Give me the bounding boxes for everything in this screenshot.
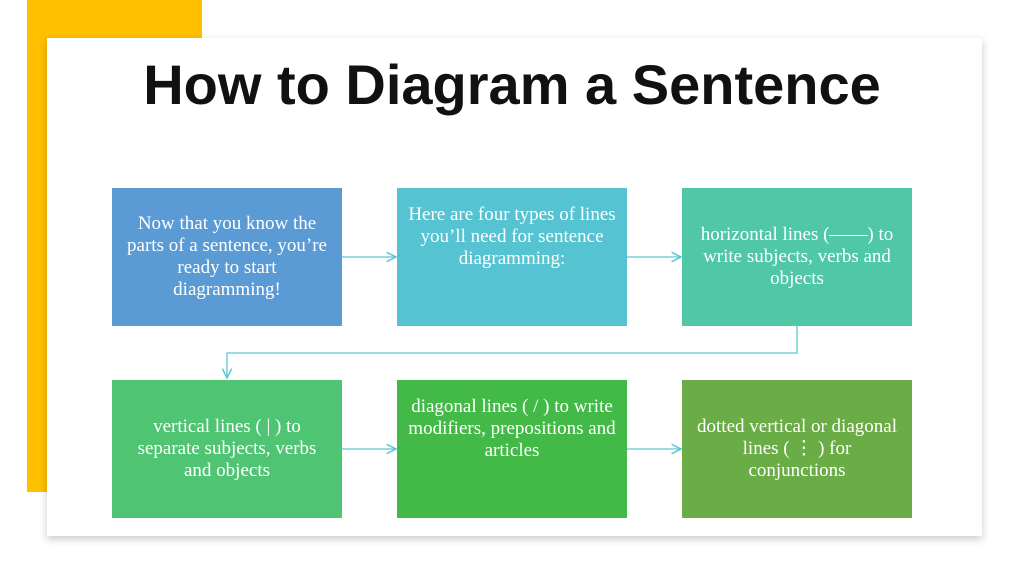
step-text: Here are four types of lines you’ll need… [408, 204, 616, 269]
step-box-2: Here are four types of lines you’ll need… [397, 188, 627, 326]
step-box-1: Now that you know the parts of a sentenc… [112, 188, 342, 326]
step-box-5: diagonal lines ( / ) to write modifiers,… [397, 380, 627, 518]
step-text: Now that you know the parts of a sentenc… [127, 213, 327, 300]
step-box-3: horizontal lines (——) to write subjects,… [682, 188, 912, 326]
page-title: How to Diagram a Sentence [143, 53, 881, 116]
arrow-3-to-4 [227, 326, 798, 378]
step-text: diagonal lines ( / ) to write modifiers,… [408, 396, 616, 461]
step-text: dotted vertical or diagonal lines ( ⋮ ) … [697, 416, 897, 481]
step-box-4: vertical lines ( | ) to separate subject… [112, 380, 342, 518]
step-box-6: dotted vertical or diagonal lines ( ⋮ ) … [682, 380, 912, 518]
step-text: horizontal lines (——) to write subjects,… [700, 224, 894, 289]
step-text: vertical lines ( | ) to separate subject… [137, 416, 317, 481]
